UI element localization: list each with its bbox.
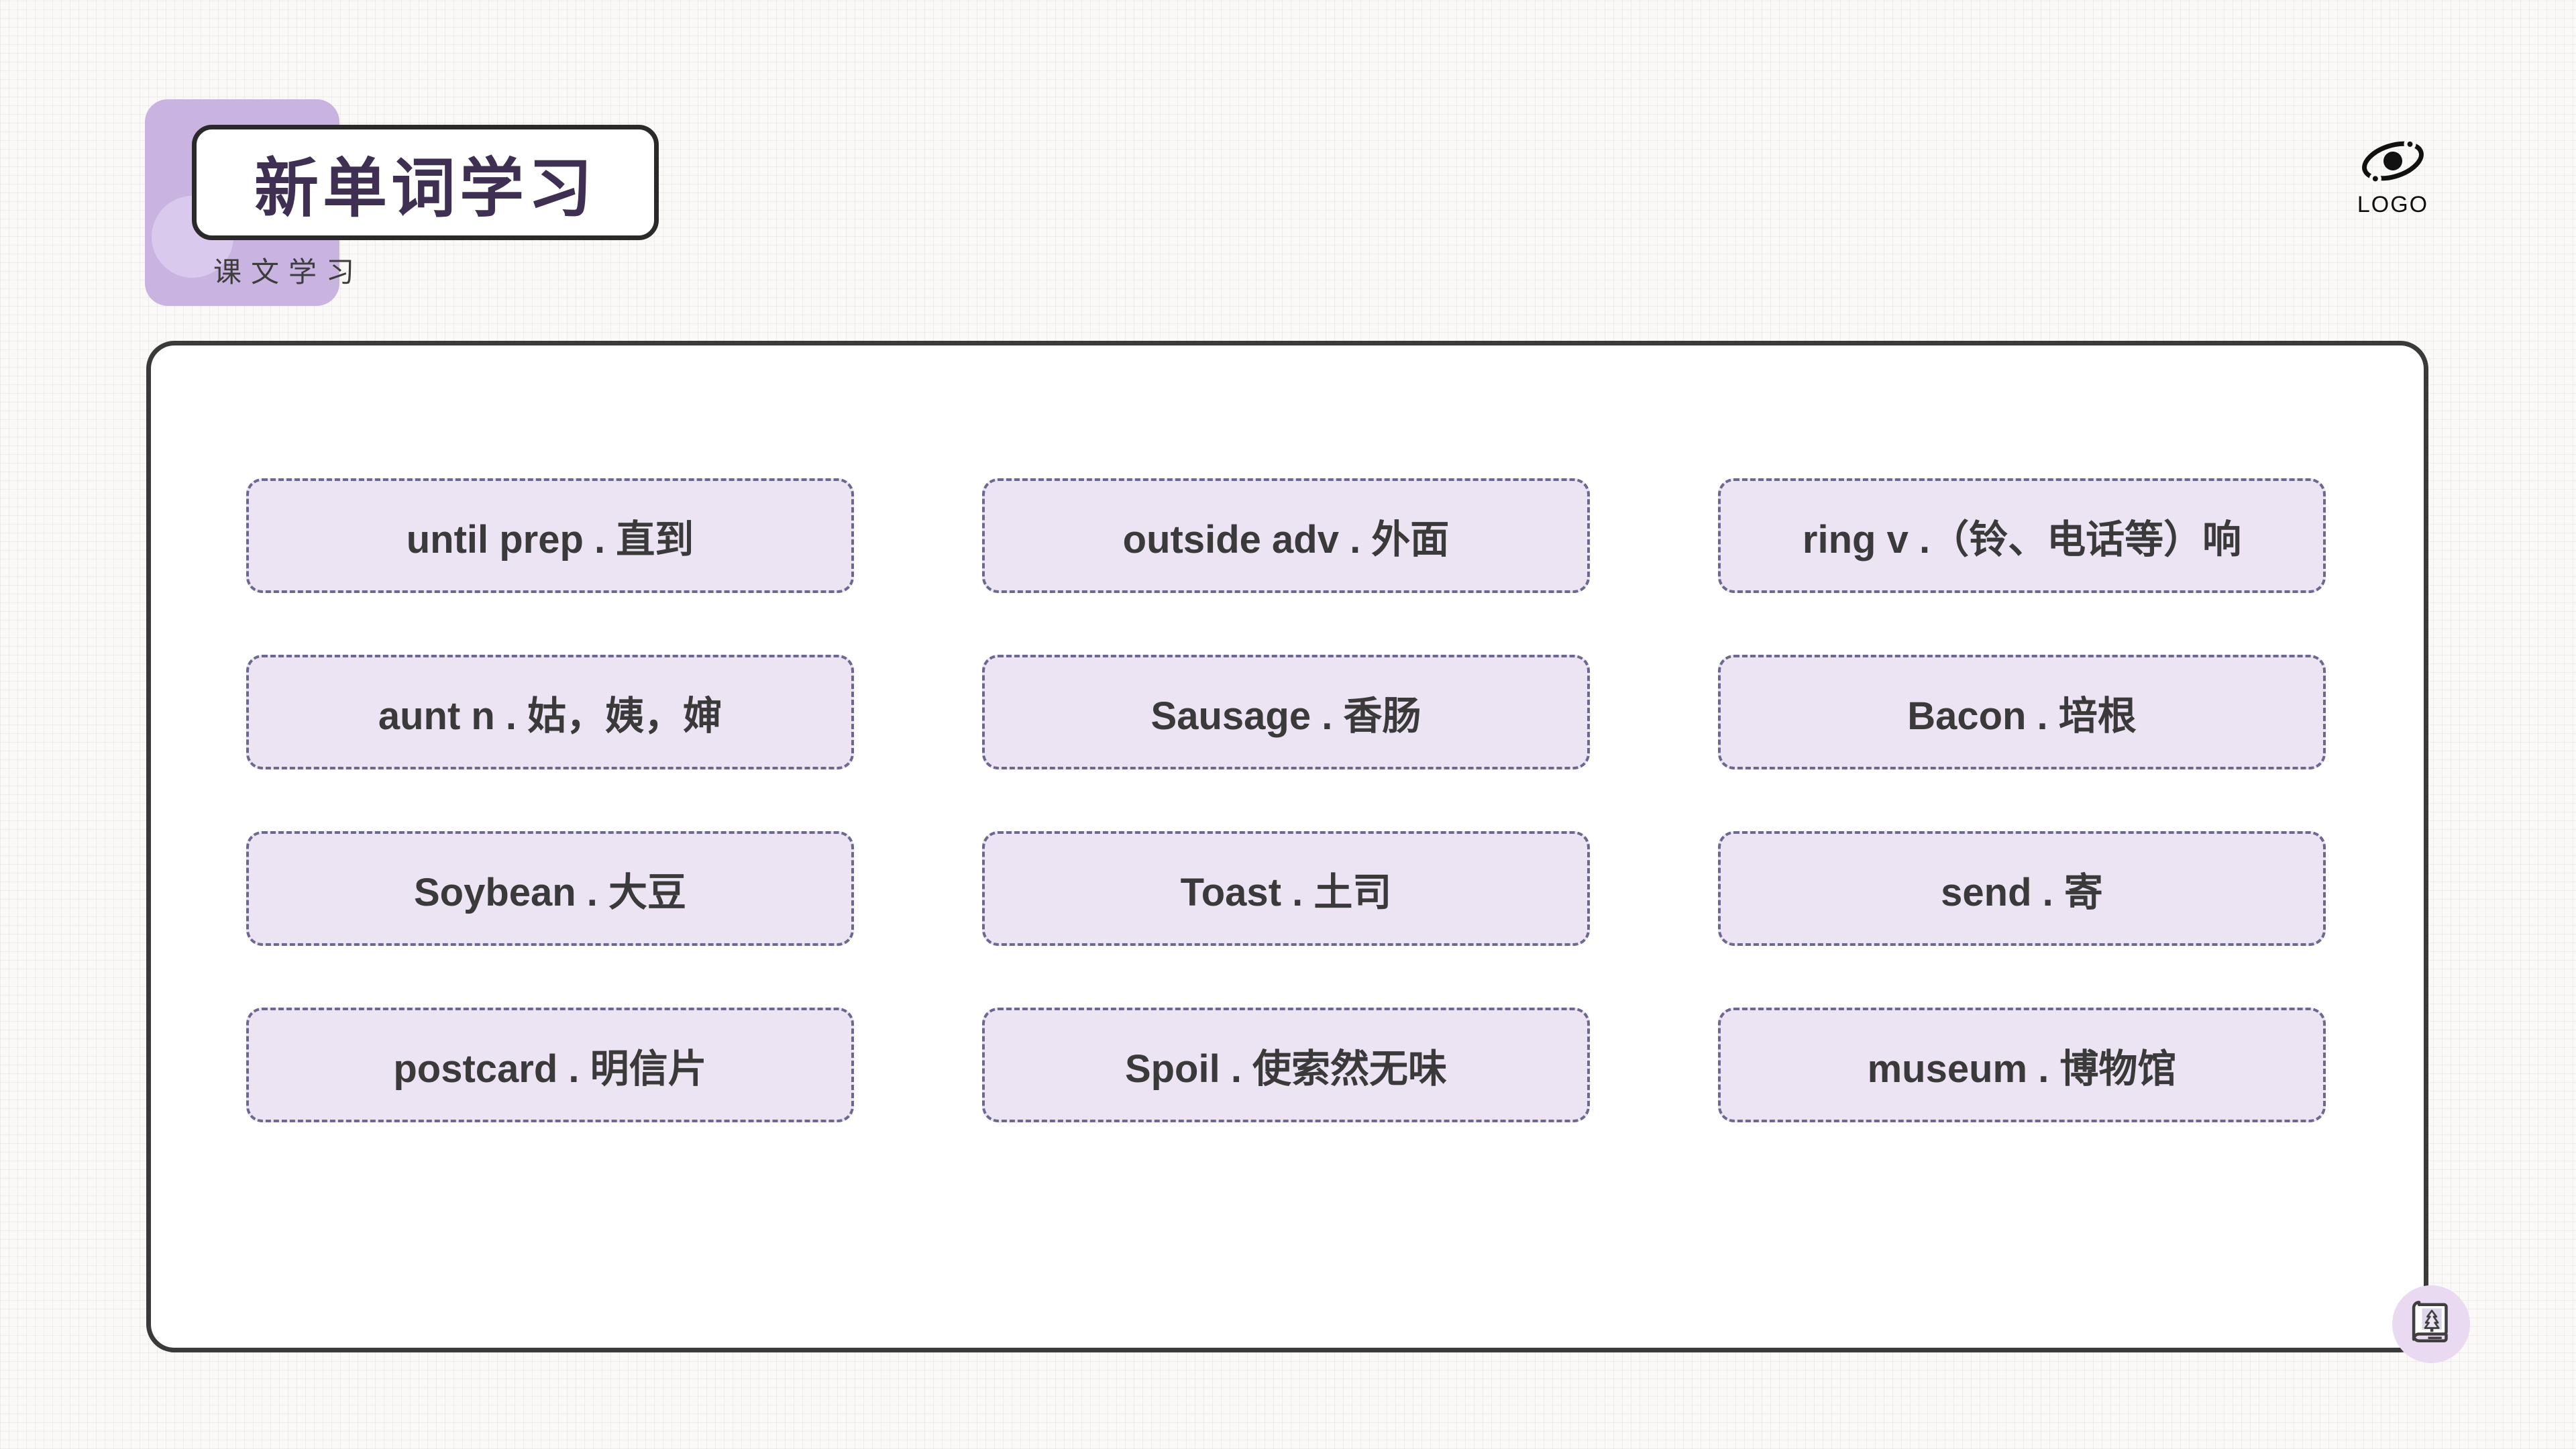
page-title: 新单词学习 xyxy=(254,152,596,225)
word-card-label: Soybean . 大豆 xyxy=(413,870,687,914)
word-card: Spoil . 使索然无味 xyxy=(982,1008,1590,1122)
word-card: Soybean . 大豆 xyxy=(246,831,854,946)
word-card-label: museum . 博物馆 xyxy=(1867,1046,2177,1091)
book-icon xyxy=(2412,1301,2448,1342)
logo-label: LOGO xyxy=(2357,192,2429,217)
word-card-label: send . 寄 xyxy=(1941,870,2103,914)
word-card: museum . 博物馆 xyxy=(1718,1008,2326,1122)
subtitle: 课文学习 xyxy=(213,256,364,288)
word-card-label: postcard . 明信片 xyxy=(393,1046,707,1091)
galaxy-icon xyxy=(2362,138,2424,185)
word-card-label: Bacon . 培根 xyxy=(1907,694,2137,738)
word-card: until prep . 直到 xyxy=(246,478,854,593)
word-card: send . 寄 xyxy=(1718,831,2326,946)
word-card-label: ring v .（铃、电话等）响 xyxy=(1802,517,2242,561)
word-card-label: Spoil . 使索然无味 xyxy=(1124,1046,1448,1091)
corner-badge xyxy=(2392,1285,2470,1363)
word-card: Toast . 土司 xyxy=(982,831,1590,946)
word-card: Sausage . 香肠 xyxy=(982,655,1590,769)
title-box: 新单词学习 xyxy=(192,125,659,240)
word-card: outside adv . 外面 xyxy=(982,478,1590,593)
word-card: Bacon . 培根 xyxy=(1718,655,2326,769)
logo: LOGO xyxy=(2356,134,2430,218)
content-panel: until prep . 直到 outside adv . 外面 ring v … xyxy=(146,341,2470,1363)
word-card: postcard . 明信片 xyxy=(246,1008,854,1122)
word-card: aunt n . 姑，姨，婶 xyxy=(246,655,854,769)
word-card-label: Toast . 土司 xyxy=(1180,870,1392,914)
word-card-label: Sausage . 香肠 xyxy=(1150,694,1421,738)
word-card: ring v .（铃、电话等）响 xyxy=(1718,478,2326,593)
word-card-label: until prep . 直到 xyxy=(406,517,694,561)
word-card-label: aunt n . 姑，姨，婶 xyxy=(378,694,722,738)
word-card-label: outside adv . 外面 xyxy=(1122,517,1450,561)
word-card-grid: until prep . 直到 outside adv . 外面 ring v … xyxy=(246,478,2326,1122)
